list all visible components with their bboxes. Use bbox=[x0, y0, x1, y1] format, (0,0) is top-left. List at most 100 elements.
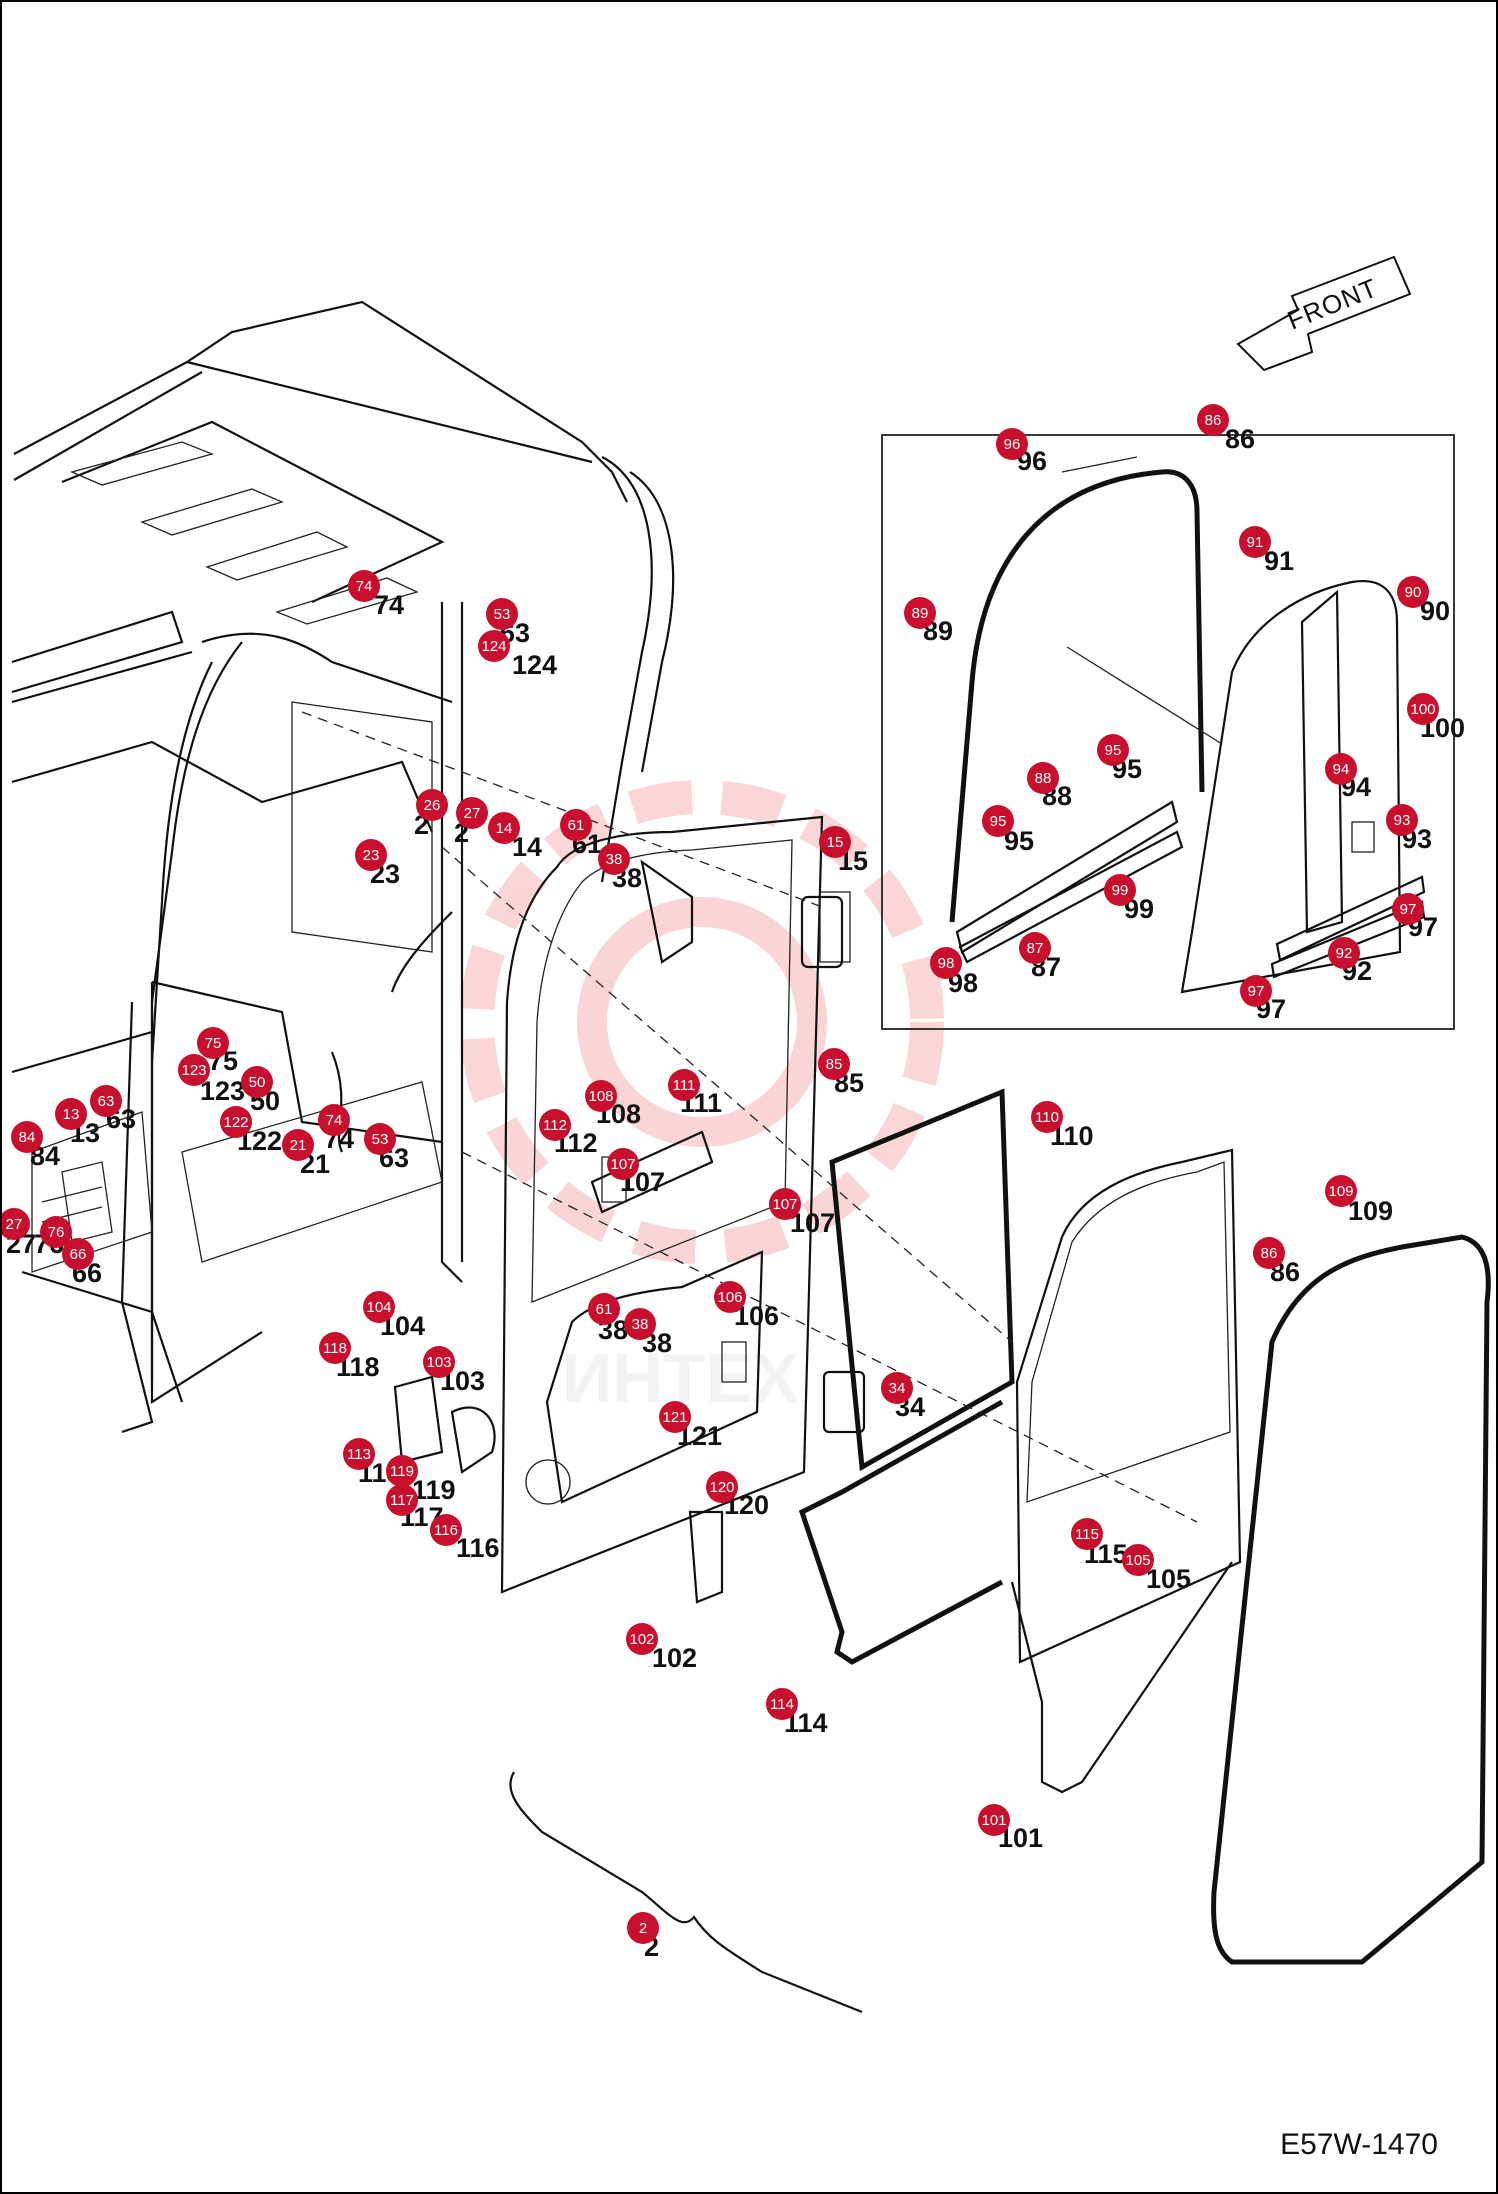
part-badge bbox=[416, 789, 448, 821]
part-number-label: 102 bbox=[652, 1643, 697, 1673]
part-badge-number: 123 bbox=[181, 1062, 206, 1079]
part-badge bbox=[560, 809, 592, 841]
part-badge-number: 74 bbox=[356, 578, 373, 595]
glass-and-seals bbox=[798, 1088, 1491, 1965]
part-number-label: 105 bbox=[1146, 1564, 1191, 1594]
part-badge-number: 92 bbox=[1336, 945, 1353, 962]
part-badge-number: 100 bbox=[1410, 701, 1435, 718]
part-badge bbox=[456, 797, 488, 829]
part-badge bbox=[1407, 693, 1439, 725]
part-badge-number: 96 bbox=[1004, 436, 1021, 453]
part-badge bbox=[478, 630, 510, 662]
part-badge bbox=[1253, 1237, 1285, 1269]
part-badge-number: 102 bbox=[629, 1631, 654, 1648]
part-badge bbox=[386, 1455, 418, 1487]
part-number-label: 116 bbox=[456, 1533, 500, 1563]
part-badge-number: 115 bbox=[1075, 1526, 1099, 1543]
part-badge bbox=[1122, 1544, 1154, 1576]
part-badge-number: 90 bbox=[1405, 584, 1422, 601]
assembly-leaders bbox=[301, 711, 1198, 1523]
part-badge bbox=[819, 826, 851, 858]
part-badge-number: 99 bbox=[1112, 882, 1129, 899]
part-badge bbox=[197, 1027, 229, 1059]
part-badge-number: 53 bbox=[494, 606, 511, 623]
part-badge-number: 93 bbox=[1394, 812, 1411, 829]
part-badge-number: 109 bbox=[1328, 1183, 1353, 1200]
part-badge-number: 75 bbox=[205, 1035, 222, 1052]
part-badge bbox=[539, 1109, 571, 1141]
part-badge bbox=[220, 1106, 252, 1138]
part-badge bbox=[626, 1623, 658, 1655]
part-badge-number: 97 bbox=[1248, 983, 1265, 1000]
part-badge-number: 38 bbox=[606, 851, 623, 868]
part-badge bbox=[40, 1216, 72, 1248]
front-arrow-icon: FRONT bbox=[1236, 255, 1412, 372]
group-bracket bbox=[509, 1771, 863, 2014]
part-badge bbox=[1392, 893, 1424, 925]
part-badge-number: 121 bbox=[662, 1409, 687, 1426]
part-badge-number: 103 bbox=[426, 1354, 451, 1371]
part-badge-number: 105 bbox=[1125, 1552, 1150, 1569]
part-badge bbox=[2, 1208, 30, 1240]
part-badge bbox=[714, 1281, 746, 1313]
part-badge bbox=[488, 812, 520, 844]
part-number-label: 91 bbox=[1264, 546, 1294, 576]
part-badge bbox=[598, 843, 630, 875]
part-badge bbox=[1325, 753, 1357, 785]
part-badge-number: 88 bbox=[1035, 770, 1052, 787]
part-badge bbox=[486, 598, 518, 630]
part-badge-number: 85 bbox=[826, 1056, 843, 1073]
part-badge-number: 114 bbox=[770, 1696, 794, 1713]
part-badge bbox=[430, 1514, 462, 1546]
part-badge-number: 95 bbox=[1105, 742, 1122, 759]
part-badge bbox=[1397, 576, 1429, 608]
part-badge-number: 74 bbox=[326, 1112, 343, 1129]
part-badge bbox=[607, 1148, 639, 1180]
part-badge bbox=[1031, 1101, 1063, 1133]
part-number-label: 109 bbox=[1348, 1196, 1393, 1226]
callout-2: 22 bbox=[627, 1912, 659, 1962]
part-badge-number: 101 bbox=[981, 1812, 1006, 1829]
part-badge-number: 110 bbox=[1035, 1109, 1059, 1126]
part-badge bbox=[282, 1129, 314, 1161]
part-badge-number: 89 bbox=[912, 605, 929, 622]
part-badge-number: 86 bbox=[1261, 1245, 1278, 1262]
diagram-reference-code: E57W-1470 bbox=[1280, 2128, 1438, 2161]
part-number-label: 123 bbox=[200, 1076, 245, 1106]
part-badge bbox=[624, 1308, 656, 1340]
part-badge-number: 53 bbox=[372, 1131, 389, 1148]
